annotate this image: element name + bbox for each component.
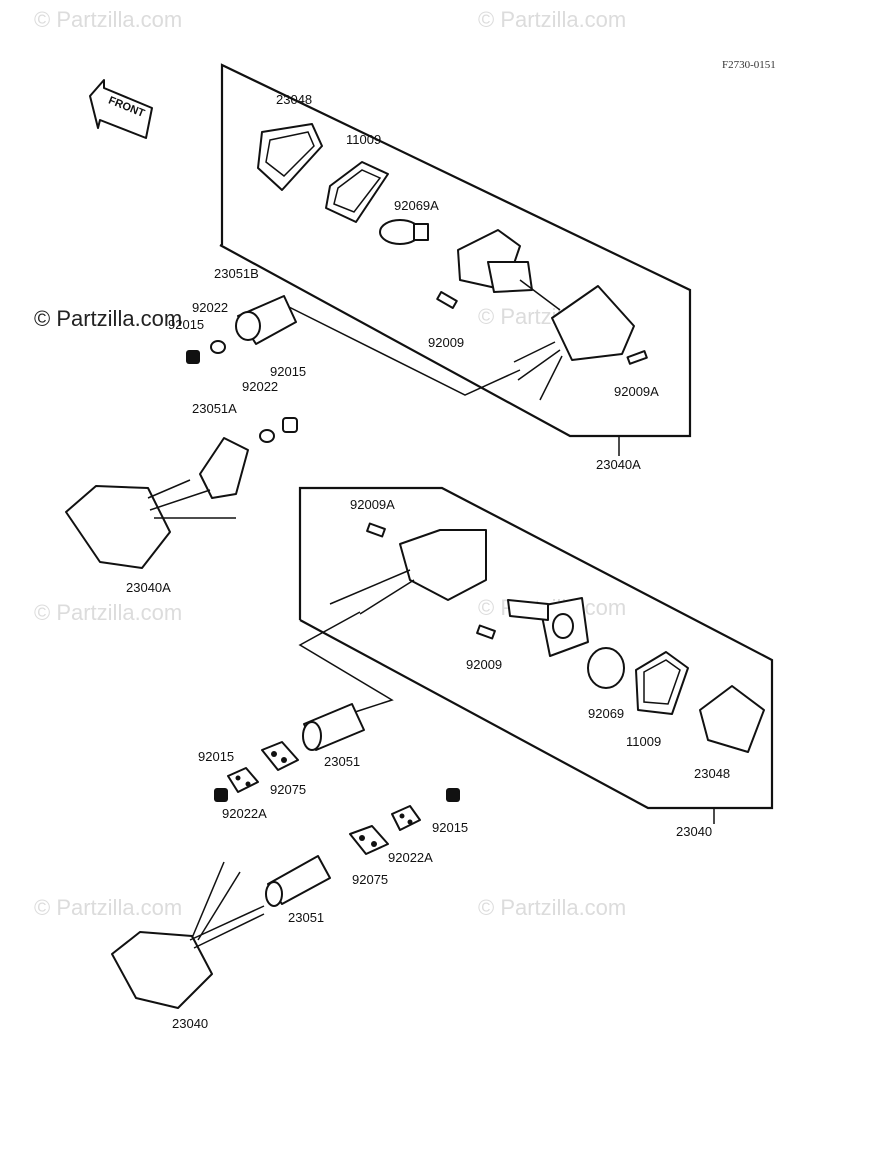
screw-92009a-lower-icon [366,522,386,538]
label-23051b: 23051B [214,266,259,281]
label-92015-lower-left: 92015 [198,749,234,764]
screw-92009-upper-icon [436,291,458,309]
grommet-23051-lower-icon [302,703,365,751]
grommet-23051b-icon [235,295,297,345]
label-23040-right: 23040 [676,824,712,839]
nut-92015-mid-icon [282,417,298,433]
label-92069: 92069 [588,706,624,721]
label-23048-upper: 23048 [276,92,312,107]
lens-23048-lower-icon [699,685,765,753]
grommet-plate-92075-right-icon [349,825,389,855]
watermarks: © Partzilla.com © Partzilla.com © Partzi… [34,7,626,920]
grommet-23051-bottom-icon [265,855,331,907]
watermark-4: © Partzilla.com [34,600,182,625]
label-92009a-lower: 92009A [350,497,395,512]
turn-signal-23040a-left-icon [65,479,236,569]
turn-signal-body-lower-icon [329,529,487,615]
nut-92015-upper-icon [186,350,200,364]
watermark-6: © Partzilla.com [34,895,182,920]
label-92069a: 92069A [394,198,439,213]
leader-lines [284,304,715,824]
label-92009a-upper: 92009A [614,384,659,399]
label-92022-mid: 92022 [242,379,278,394]
lens-23048-upper-icon [257,123,323,191]
assembly-box-23040 [298,486,774,810]
screw-92009a-upper-icon [626,350,648,365]
label-92022-upper: 92022 [192,300,228,315]
label-11009-upper: 11009 [346,132,381,147]
bulb-92069-lower-icon [587,647,625,689]
copyright-notice: © Partzilla.com [34,306,182,331]
label-23040a-right: 23040A [596,457,641,472]
label-92022a-right: 92022A [388,850,433,865]
label-92075-lower: 92075 [270,782,306,797]
grommet-plate-92075-lower-icon [261,741,299,771]
nut-92015-lower-right-icon [446,788,460,802]
label-23051-mid: 23051 [324,754,360,769]
washer-92022a-right-icon [391,805,421,831]
socket-lower-icon [507,597,589,657]
grommet-23051a-icon [199,437,249,499]
label-92022a-lower: 92022A [222,806,267,821]
bulb-92069a-upper-icon [379,219,429,245]
assembly-box-23040a [219,63,692,438]
turn-signal-23040a-right-icon [513,285,635,401]
label-23048-lower: 23048 [694,766,730,781]
label-92009-upper: 92009 [428,335,464,350]
screw-92009-lower-icon [476,624,496,640]
label-92015-upper: 92015 [168,317,204,332]
label-92009-lower: 92009 [466,657,502,672]
front-arrow-icon: FRONT [89,79,153,139]
label-23051a: 23051A [192,401,237,416]
label-23051-bottom: 23051 [288,910,324,925]
label-23040-bottom: 23040 [172,1016,208,1031]
nut-92015-lower-left-icon [214,788,228,802]
washer-92022a-lower-icon [227,767,259,793]
turn-signal-23040-bottom-icon [111,861,265,1009]
watermark-2: © Partzilla.com [478,7,626,32]
gasket-11009-upper-icon [325,161,389,223]
housing-upper-icon [457,229,561,311]
label-92075-right: 92075 [352,872,388,887]
part-labels: 23048 11009 92069A 23051B 92022 92015 92… [126,92,730,1031]
label-11009-lower: 11009 [626,734,661,749]
diagram-code: F2730-0151 [722,59,776,71]
label-92015-lower-right: 92015 [432,820,468,835]
watermark-1: © Partzilla.com [34,7,182,32]
label-23040a-left: 23040A [126,580,171,595]
watermark-7: © Partzilla.com [478,895,626,920]
washer-92022-upper-icon [210,340,226,354]
washer-92022-mid-icon [259,429,275,443]
label-92015-mid: 92015 [270,364,306,379]
gasket-11009-lower-icon [635,651,689,715]
